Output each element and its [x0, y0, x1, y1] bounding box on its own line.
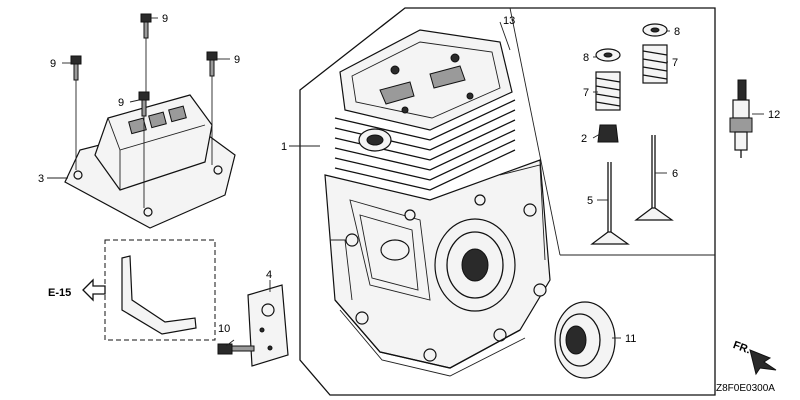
front-direction-label: FR.: [731, 339, 752, 356]
callout-10: 10: [218, 323, 230, 335]
callout-13: 13: [503, 15, 515, 27]
spark-plug: [729, 79, 753, 158]
callout-9-right: 9: [234, 54, 240, 66]
callout-8-right: 8: [674, 26, 680, 38]
bolts-9: [70, 13, 218, 208]
callout-11: 11: [625, 333, 636, 345]
callout-1: 1: [281, 141, 287, 153]
leader-lines: [47, 17, 764, 347]
assembly-outline: [299, 7, 716, 396]
callout-12: 12: [768, 109, 780, 121]
gasket: [247, 284, 289, 367]
callout-9-center: 9: [118, 97, 124, 109]
reference-label: E-15: [48, 287, 71, 299]
valve-parts: [590, 23, 674, 245]
breather-tube: [121, 255, 197, 335]
callout-6: 6: [672, 168, 678, 180]
callout-2: 2: [581, 133, 587, 145]
callout-8-left: 8: [583, 52, 589, 64]
front-direction-arrow: [749, 349, 777, 376]
bolt-10: [217, 343, 255, 355]
callout-3: 3: [38, 173, 44, 185]
callout-9-top: 9: [162, 13, 168, 25]
drawing-code: Z8F0E0300A: [716, 383, 775, 394]
reference-arrow: [82, 278, 106, 302]
oil-seal: [554, 301, 616, 379]
callout-4: 4: [266, 269, 272, 281]
callout-7-left: 7: [583, 87, 589, 99]
callout-5: 5: [587, 195, 593, 207]
callout-9-left: 9: [50, 58, 56, 70]
assembly-divider-2: [509, 7, 561, 256]
callout-7-right: 7: [672, 57, 678, 69]
head-cover: [64, 94, 236, 229]
cylinder-block: [324, 29, 551, 377]
